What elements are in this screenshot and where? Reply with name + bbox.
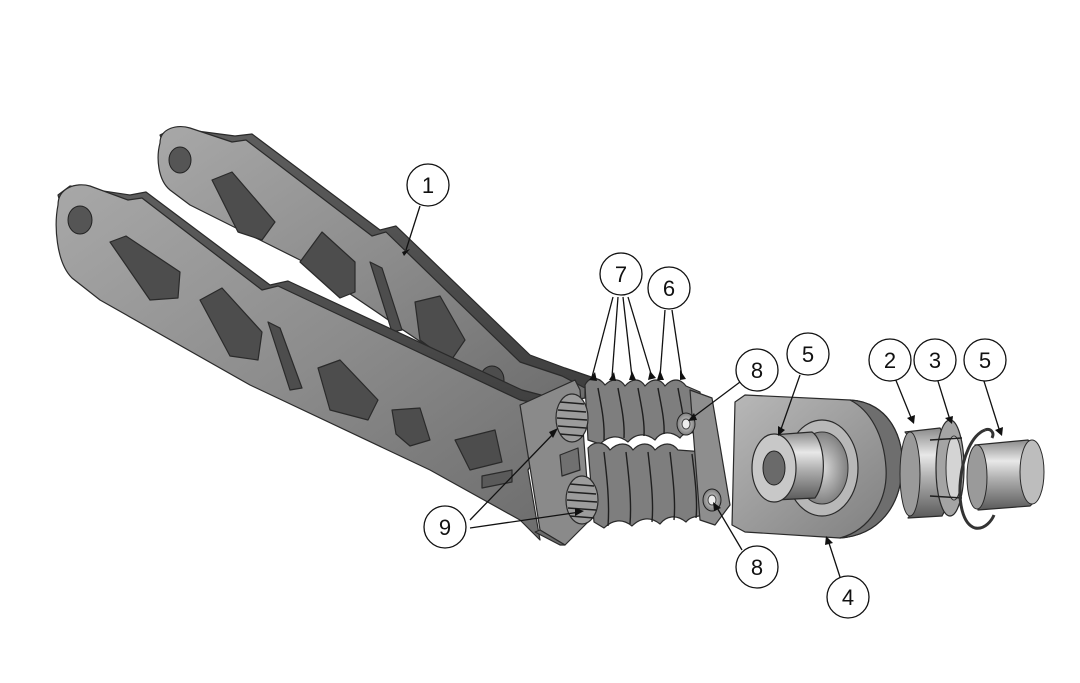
leader-8-top [691,381,741,419]
torsion-spring-lower [565,475,599,525]
bushing-left [751,431,824,503]
callout-label: 8 [751,358,763,383]
callout-4: 4 [826,575,870,619]
callout-label: 3 [929,348,941,373]
leader-2 [894,377,913,421]
leader-7c [622,296,633,378]
torsion-spring-upper [555,393,589,443]
callout-1: 1 [406,163,450,207]
callout-3: 3 [913,338,957,382]
leader-9b [469,511,581,529]
leader-4 [827,539,841,578]
leader-3 [936,377,951,421]
leader-5-left [779,374,801,433]
callout-9: 9 [423,505,467,549]
leader-5-right [982,377,1001,433]
callout-6: 6 [647,266,691,310]
arm-back-plate [157,125,601,406]
callout-7: 7 [599,252,643,296]
callout-label: 5 [802,342,814,367]
leader-7d [627,296,653,378]
arm-front-plate [55,184,561,541]
callout-8-top: 8 [735,348,779,392]
callout-5-left: 5 [786,332,830,376]
spring-plates-lower [587,442,713,529]
callout-8-bottom: 8 [735,545,779,589]
leader-9a [469,431,556,521]
arrowhead-1 [402,249,410,256]
leader-6b [671,309,683,378]
callout-label: 4 [842,585,854,610]
bushing-right [966,439,1045,511]
leader-8-bottom [715,505,743,551]
arm-frame [55,125,601,546]
callout-label: 1 [422,173,434,198]
circlip [958,428,996,530]
washer [929,419,965,517]
leader-7a [591,296,614,378]
leader-6a [659,309,666,378]
callout-label: 9 [439,515,451,540]
callout-label: 7 [615,262,627,287]
spring-plate-stack [584,378,731,529]
callout-5-right: 5 [963,338,1007,382]
callout-label: 6 [663,276,675,301]
leader-lines [402,205,1003,578]
callout-label: 8 [751,555,763,580]
callout-2: 2 [868,338,912,382]
callout-label: 5 [979,348,991,373]
leader-1 [405,205,421,251]
leader-7b [611,296,619,378]
callout-label: 2 [884,348,896,373]
